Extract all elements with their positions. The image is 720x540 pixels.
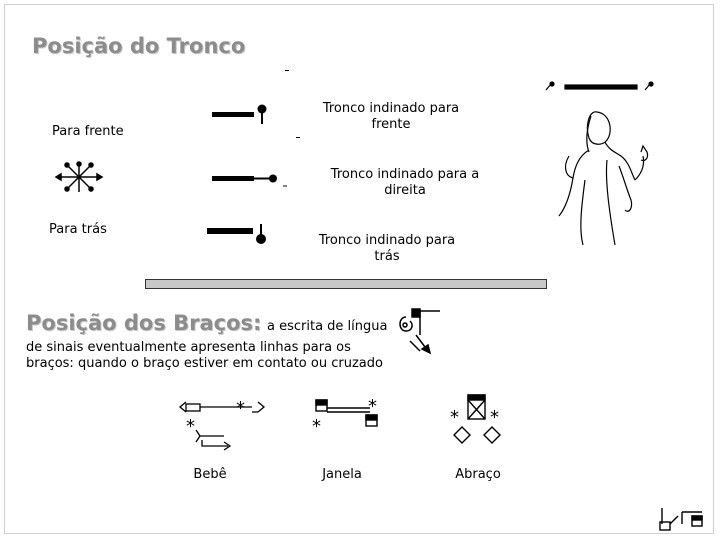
caption-right: Tronco indinado para a direita (330, 167, 480, 198)
trunk-back-symbol-icon (207, 224, 266, 244)
svg-text:*: * (368, 396, 377, 417)
svg-text:*: * (186, 416, 195, 437)
svg-text:*: * (490, 407, 499, 428)
caption-back: Tronco indinado para trás (318, 233, 456, 264)
trunk-right-symbol-icon (212, 174, 287, 187)
svg-text:*: * (236, 398, 245, 419)
example-label-abraco: Abraço (455, 467, 501, 482)
tiny-mark (296, 137, 300, 138)
label-para-tras: Para trás (49, 222, 107, 237)
caption-forward: Tronco indinado para frente (322, 101, 460, 132)
tiny-mark (285, 70, 289, 71)
hug-sign-icon: * * (450, 394, 501, 444)
example-label-bebe: Bebê (193, 467, 227, 482)
slide-frame (4, 4, 714, 534)
section-divider (145, 279, 547, 289)
arms-intro-inline: a escrita de língua (267, 319, 388, 334)
trunk-forward-symbol-icon (212, 104, 267, 124)
woman-leaning-drawing-icon (545, 81, 654, 246)
arms-intro-text: de sinais eventualmente apresenta linhas… (26, 340, 383, 371)
svg-text:*: * (450, 407, 459, 428)
trunk-section-title: Posição do Tronco (32, 34, 246, 58)
label-para-frente: Para frente (52, 124, 124, 139)
corner-sign-icon (659, 508, 703, 531)
trunk-direction-star-icon (54, 161, 104, 192)
example-label-janela: Janela (322, 467, 362, 482)
svg-text:*: * (312, 416, 321, 437)
baby-sign-icon: * * (178, 398, 266, 451)
window-sign-icon: * * (312, 396, 378, 437)
arm-symbol-icon (399, 308, 440, 355)
arms-section-title: Posição dos Braços: (26, 311, 262, 335)
